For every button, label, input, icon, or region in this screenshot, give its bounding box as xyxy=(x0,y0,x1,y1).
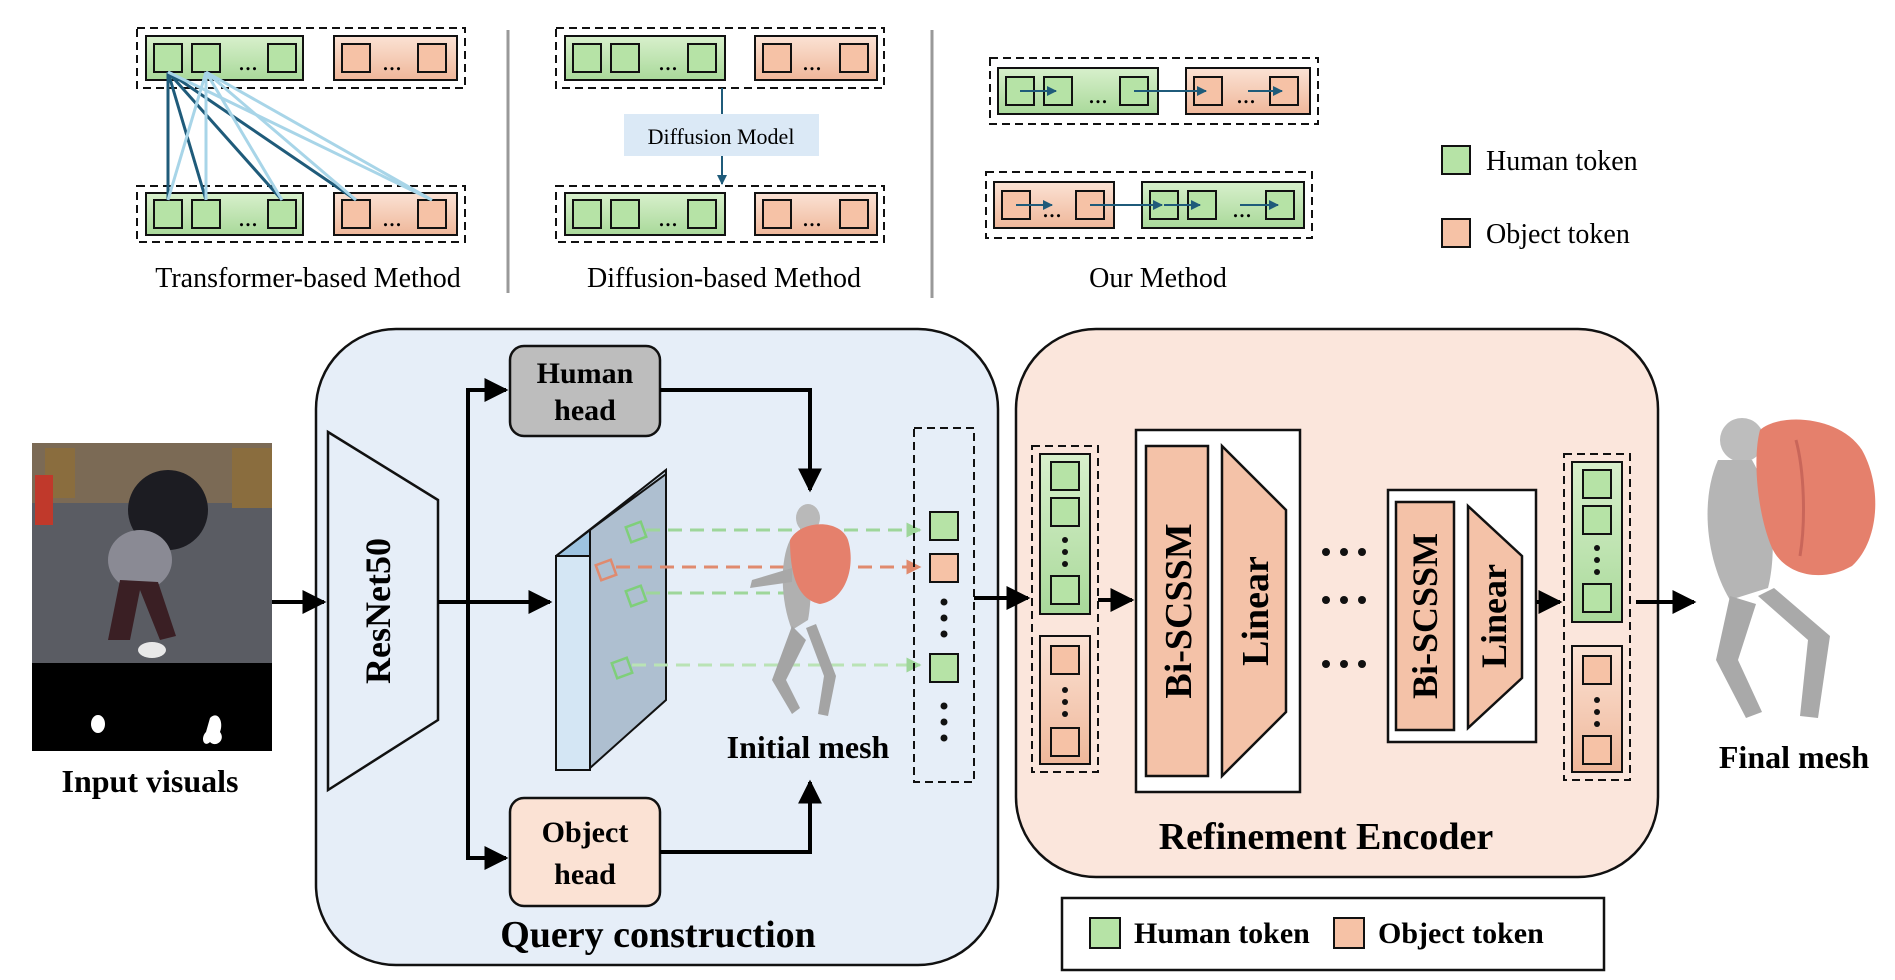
diffusion-bottom-sequence: ... ... xyxy=(555,185,885,243)
linear-label: Linear xyxy=(1235,556,1277,666)
diffusion-top-sequence: ... ... xyxy=(555,27,885,89)
ellipsis: ... xyxy=(1088,80,1108,109)
object-head-label: head xyxy=(554,858,616,891)
top-legend: Human token Object token xyxy=(1441,145,1638,250)
initial-mesh xyxy=(750,504,851,716)
human-head-label: Human xyxy=(537,357,634,390)
ellipsis: ... xyxy=(658,203,678,232)
diffusion-caption: Diffusion-based Method xyxy=(587,263,861,294)
bi-scssm-label: Bi-SCSSM xyxy=(1158,523,1200,698)
query-token-column xyxy=(913,427,975,783)
bottom-legend: Human token Object token xyxy=(1060,896,1606,972)
refine-input-tokens xyxy=(1031,445,1099,773)
resnet50-backbone xyxy=(326,429,440,793)
refinement-encoder-title: Refinement Encoder xyxy=(1159,816,1494,858)
query-construction-title: Query construction xyxy=(500,914,816,956)
human-token-swatch xyxy=(1441,145,1471,175)
bottom-legend-object-label: Object token xyxy=(1378,917,1544,950)
repeat-dots xyxy=(1322,548,1366,668)
bi-scssm-label: Bi-SCSSM xyxy=(1405,533,1445,699)
our-method-row-2: ... ... xyxy=(985,171,1313,239)
ellipsis: ... xyxy=(802,203,822,232)
refinement-block-1 xyxy=(1134,428,1302,794)
ellipsis: ... xyxy=(658,47,678,76)
our-method-caption: Our Method xyxy=(1089,263,1227,294)
ellipsis: ... xyxy=(1232,194,1252,223)
feature-map xyxy=(555,467,667,772)
refinement-block-2 xyxy=(1386,488,1538,744)
ellipsis: ... xyxy=(802,47,822,76)
legend-human-label: Human token xyxy=(1486,146,1638,177)
resnet50-label: ResNet50 xyxy=(358,538,398,684)
bottom-legend-human-label: Human token xyxy=(1134,917,1310,950)
object-token-swatch xyxy=(1441,218,1471,248)
final-mesh xyxy=(1707,418,1876,718)
attention-lines xyxy=(166,70,433,202)
diffusion-model-label: Diffusion Model xyxy=(648,124,795,149)
legend-object-label: Object token xyxy=(1486,219,1630,250)
bi-scssm-block xyxy=(1394,500,1456,732)
our-method-row-1: ... ... xyxy=(989,57,1319,125)
final-mesh-label: Final mesh xyxy=(1719,739,1869,775)
refinement-encoder-panel xyxy=(1014,327,1660,879)
refine-output-tokens xyxy=(1563,453,1631,781)
input-visuals-label: Input visuals xyxy=(62,763,239,799)
transformer-top-sequence: ... ... xyxy=(136,27,466,89)
diffusion-model-box xyxy=(624,114,819,156)
linear-block xyxy=(1220,442,1288,780)
linear-label: Linear xyxy=(1474,564,1514,668)
ellipsis: ... xyxy=(382,47,402,76)
ellipsis: ... xyxy=(238,47,258,76)
human-token-swatch xyxy=(1089,917,1121,949)
transformer-bottom-sequence: ... ... xyxy=(136,185,466,243)
initial-mesh-label: Initial mesh xyxy=(727,729,890,765)
human-head-label: head xyxy=(554,394,616,427)
ellipsis: ... xyxy=(1042,194,1062,223)
object-token-swatch xyxy=(1333,917,1365,949)
ellipsis: ... xyxy=(1236,80,1256,109)
linear-block xyxy=(1466,503,1524,731)
input-image xyxy=(32,443,272,751)
object-head-label: Object xyxy=(542,816,629,849)
bi-scssm-block xyxy=(1144,444,1210,778)
transformer-caption: Transformer-based Method xyxy=(155,263,461,294)
ellipsis: ... xyxy=(382,203,402,232)
ellipsis: ... xyxy=(238,203,258,232)
